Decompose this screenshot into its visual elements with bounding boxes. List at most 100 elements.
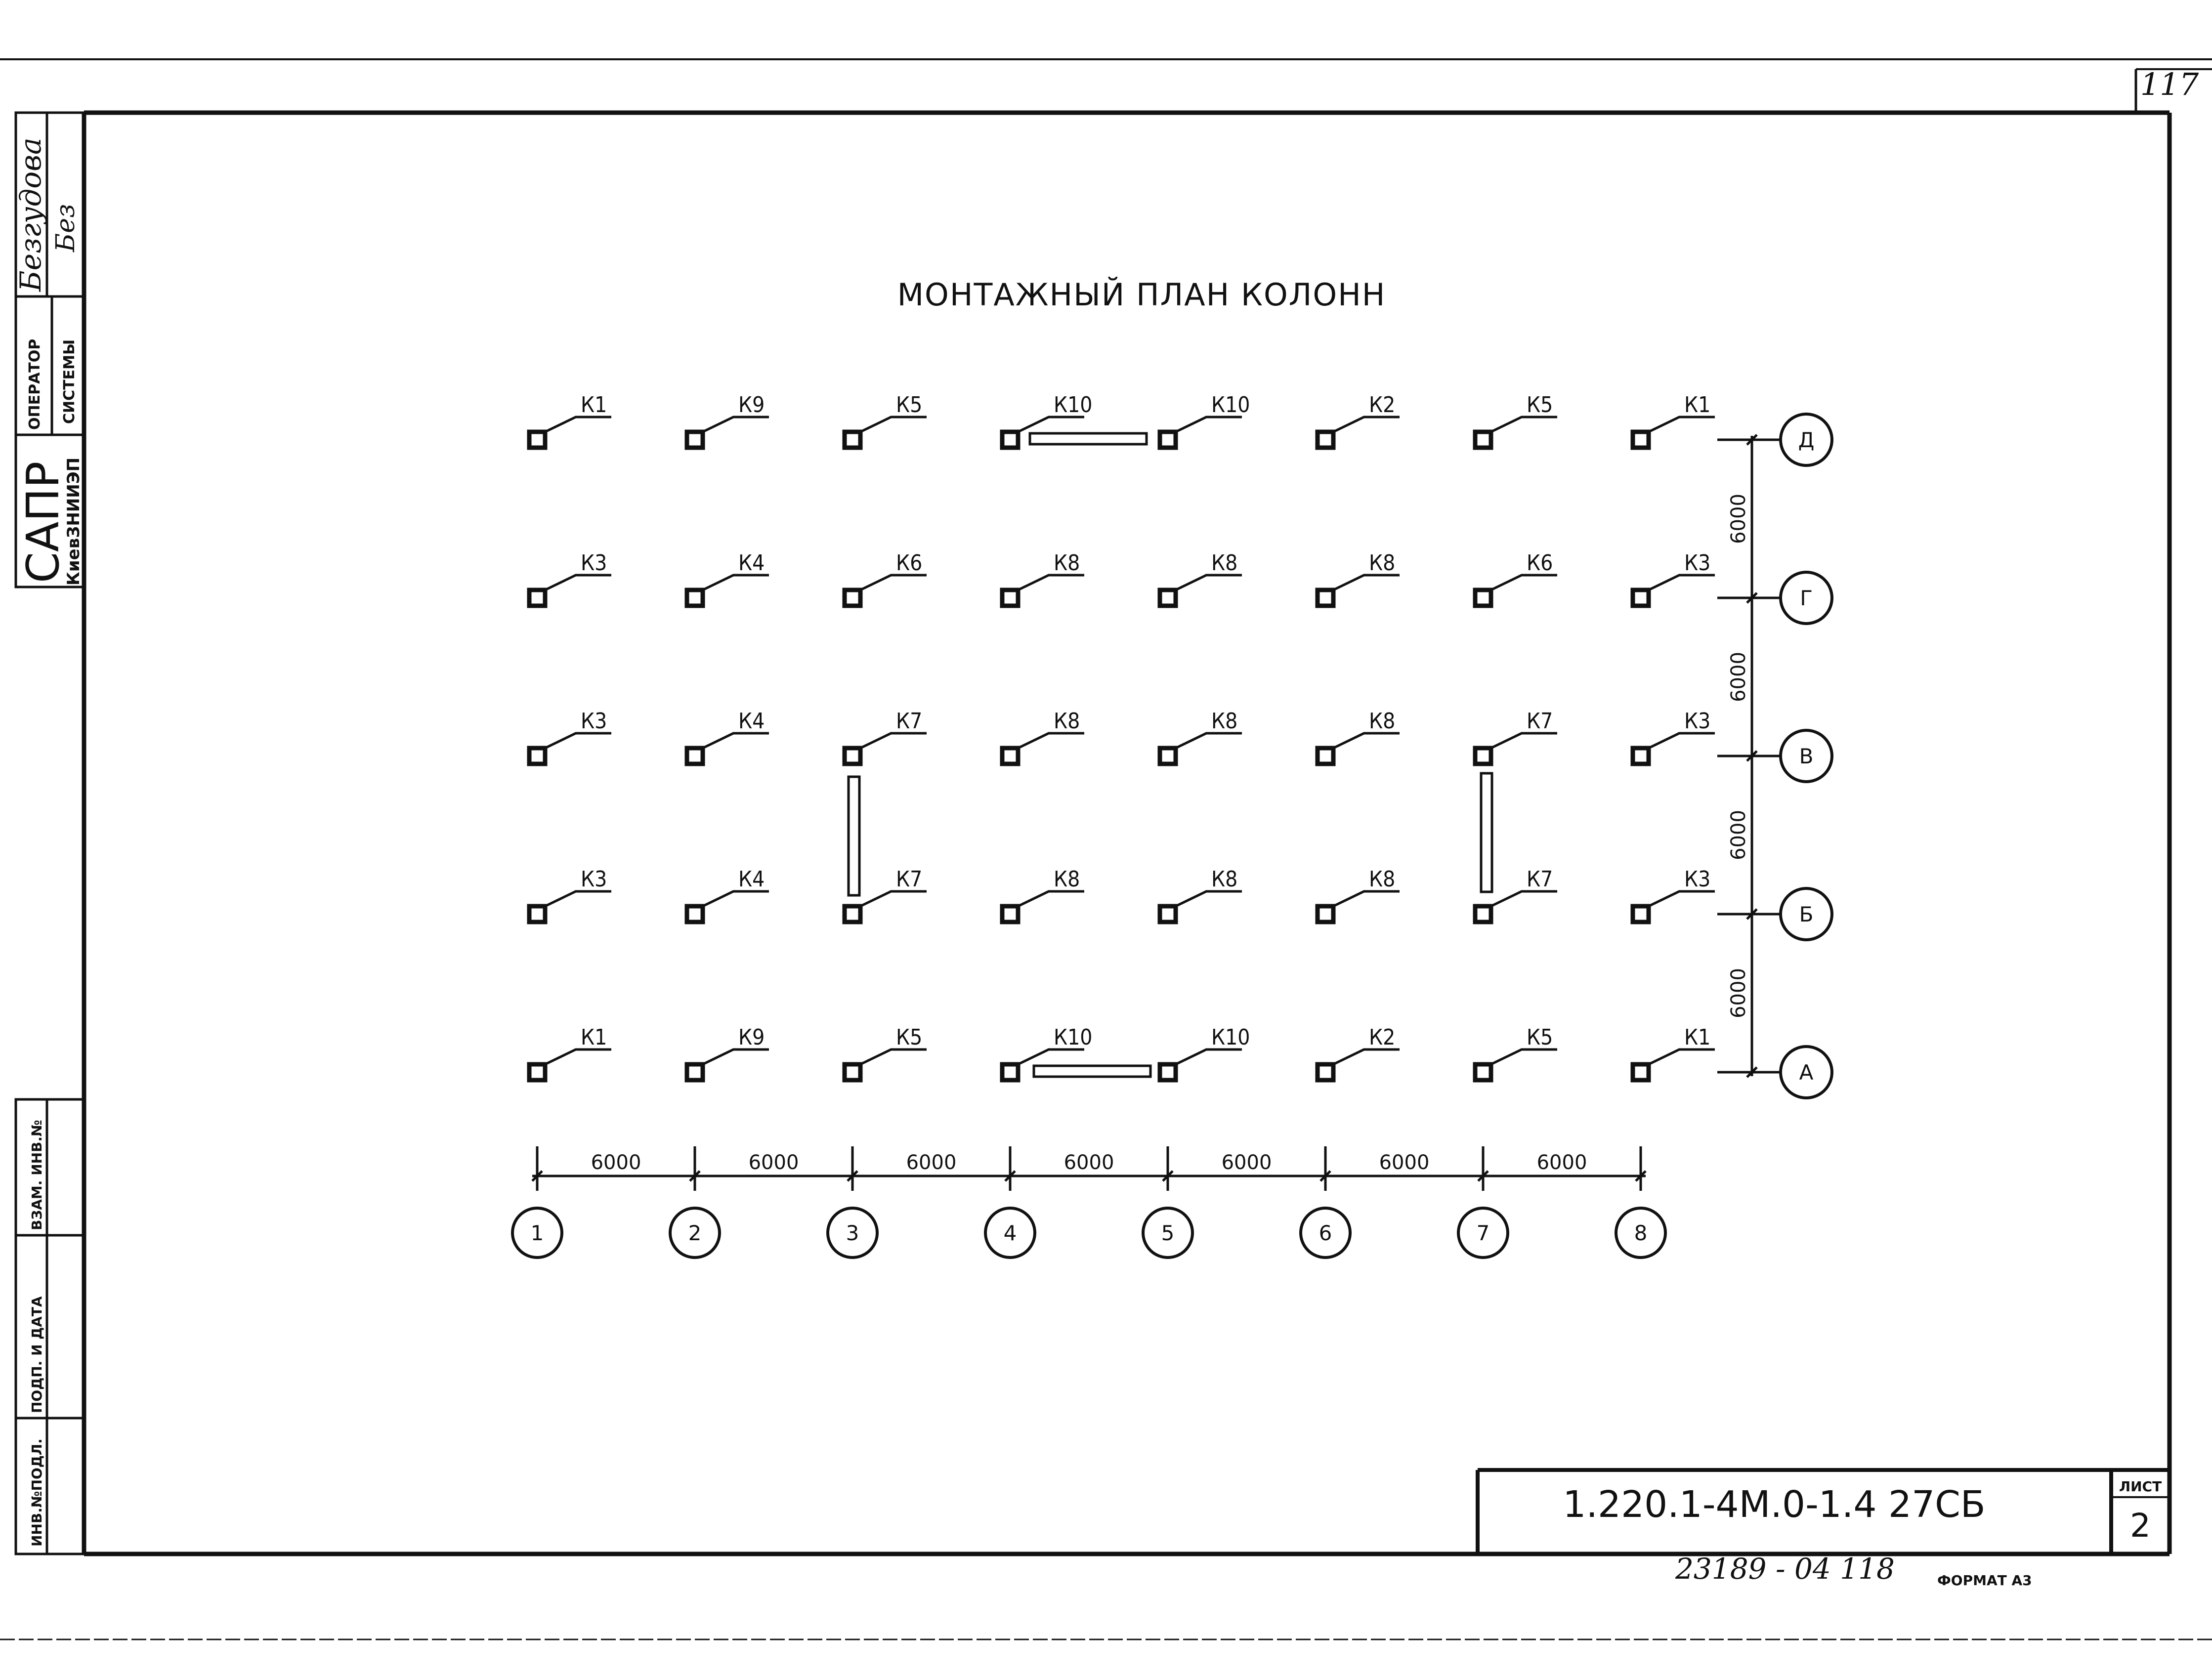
- column-mark: К1: [581, 1025, 607, 1050]
- column-square: [842, 587, 863, 608]
- stamp-field-vzam: ВЗАМ. ИНВ.№: [29, 1120, 45, 1230]
- column-mark: К6: [896, 550, 922, 576]
- axis-bubble: [1457, 1207, 1509, 1259]
- column-mark: К9: [738, 1025, 765, 1050]
- column-leader: [1175, 732, 1242, 750]
- dimension-label: 6000: [749, 1151, 799, 1174]
- dimension-label: 6000: [1537, 1151, 1587, 1174]
- stamp-field-inv: ИНВ.№ПОДЛ.: [29, 1438, 45, 1547]
- dimension-tick: [1746, 908, 1758, 920]
- stamp-operator: ОПЕРАТОР: [26, 339, 43, 430]
- axis-label: 1: [531, 1221, 544, 1245]
- stamp-field-sign: ПОДП. И ДАТА: [29, 1296, 45, 1413]
- column-leader: [1490, 732, 1557, 750]
- axis-label: Д: [1798, 428, 1815, 452]
- axis-bubble: [511, 1207, 563, 1259]
- column-square: [1473, 904, 1493, 924]
- column-square: [684, 746, 705, 766]
- dimension-label: 6000: [1727, 652, 1750, 702]
- column-square: [1000, 429, 1021, 450]
- column-mark: К8: [1211, 550, 1237, 576]
- column-mark: К1: [1684, 1025, 1710, 1050]
- column-leader: [702, 1048, 769, 1066]
- column-mark: К3: [581, 550, 607, 576]
- column-mark: К1: [1684, 392, 1710, 418]
- column-mark: К7: [1527, 709, 1553, 734]
- column-leader: [859, 890, 927, 908]
- column-mark: К9: [738, 392, 765, 418]
- column-leader: [1175, 574, 1242, 591]
- column-mark: К8: [1054, 550, 1080, 576]
- column-mark: К1: [581, 392, 607, 418]
- column-mark: К2: [1369, 1025, 1395, 1050]
- axis-bubble: [1779, 1045, 1833, 1099]
- column-leader: [859, 732, 927, 750]
- column-leader: [544, 732, 611, 750]
- dimension-label: 6000: [1064, 1151, 1114, 1174]
- column-mark: К4: [738, 709, 765, 734]
- document-code: 1.220.1-4М.0-1.4 27СБ: [1563, 1483, 1985, 1526]
- title-block: [1476, 1468, 2169, 1554]
- left-stamp: [14, 111, 85, 1555]
- column-square: [527, 587, 548, 608]
- column-leader: [1648, 732, 1715, 750]
- column-square: [527, 904, 548, 924]
- column-square: [684, 429, 705, 450]
- column-leader: [1332, 574, 1400, 591]
- column-leader: [1175, 416, 1242, 433]
- column-leader: [702, 732, 769, 750]
- column-square: [842, 1062, 863, 1083]
- column-square: [527, 1062, 548, 1083]
- axis-bubble: [826, 1207, 879, 1259]
- dimension-label: 6000: [1727, 968, 1750, 1018]
- dimension-label: 6000: [1727, 810, 1750, 860]
- axis-bubble: [1779, 413, 1833, 467]
- column-leader: [702, 574, 769, 591]
- axis-label: А: [1799, 1060, 1814, 1085]
- column-square: [1157, 1062, 1178, 1083]
- column-mark: К6: [1527, 550, 1553, 576]
- column-leader: [1332, 890, 1400, 908]
- column-leader: [702, 890, 769, 908]
- column-mark: К7: [1527, 867, 1553, 892]
- sheet-number: 117: [2140, 66, 2199, 102]
- column-leader: [1175, 890, 1242, 908]
- column-mark: К3: [581, 709, 607, 734]
- column-leader: [1648, 1048, 1715, 1066]
- column-square: [1315, 1062, 1336, 1083]
- dimension-tick: [1746, 434, 1758, 446]
- axis-label: 5: [1161, 1221, 1175, 1245]
- column-leader: [859, 416, 927, 433]
- column-leader: [1017, 574, 1084, 591]
- plan-title: МОНТАЖНЫЙ ПЛАН КОЛОНН: [897, 277, 1386, 313]
- column-square: [1473, 429, 1493, 450]
- column-leader: [544, 574, 611, 591]
- column-square: [527, 746, 548, 766]
- column-mark: К2: [1369, 392, 1395, 418]
- column-mark: К8: [1369, 867, 1395, 892]
- beam: [1032, 1064, 1152, 1078]
- column-leader: [544, 890, 611, 908]
- column-mark: К10: [1054, 392, 1092, 418]
- column-leader: [1017, 890, 1084, 908]
- axis-bubble: [669, 1207, 721, 1259]
- dimension-tick: [689, 1170, 701, 1182]
- column-leader: [1332, 416, 1400, 433]
- column-mark: К3: [1684, 867, 1710, 892]
- column-square: [1157, 904, 1178, 924]
- dimension-tick: [847, 1170, 858, 1182]
- axis-label: 2: [688, 1221, 702, 1245]
- column-square: [1157, 429, 1178, 450]
- axis-label: В: [1799, 744, 1814, 768]
- column-leader: [1648, 890, 1715, 908]
- column-square: [1000, 587, 1021, 608]
- column-mark: К5: [1527, 392, 1553, 418]
- column-square: [1315, 904, 1336, 924]
- column-leader: [1332, 732, 1400, 750]
- column-leader: [1017, 732, 1084, 750]
- column-square: [1473, 746, 1493, 766]
- axis-bubble: [1779, 571, 1833, 625]
- column-square: [842, 904, 863, 924]
- column-mark: К5: [1527, 1025, 1553, 1050]
